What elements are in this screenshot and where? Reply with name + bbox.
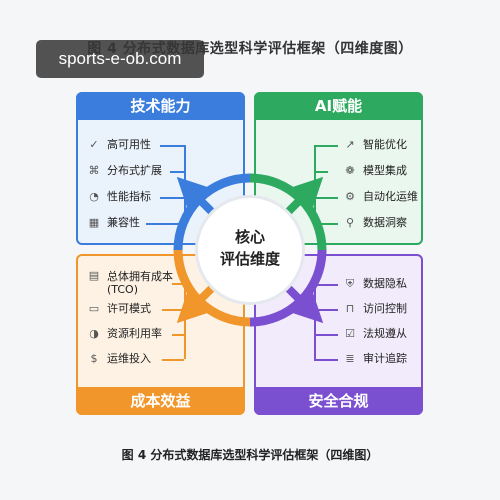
security-item-1-label: 数据隐私 [363,277,407,290]
cost-item-4-label: 运维投入 [107,352,151,365]
gauge-icon: ◑ [89,326,99,340]
security-tick-4 [314,359,338,361]
security-item-2-label: 访问控制 [363,302,407,315]
ai-tick-2 [314,171,328,173]
quadrant-ai-title: AI赋能 [254,92,423,120]
security-tick-2 [314,309,338,311]
expand-nodes-icon: ⌘ [88,163,100,177]
quadrant-ai: AI赋能 [254,92,423,245]
arrow-cost [176,283,217,324]
security-item-3-label: 法规遵从 [363,327,407,340]
ai-tick-3 [314,197,338,199]
tech-item-2-label: 分布式扩展 [107,164,162,177]
ai-item-2-label: 模型集成 [363,164,407,177]
audit-document-icon: ≣ [345,351,355,365]
quadrant-security-title: 安全合规 [254,387,423,415]
gear-icon: ⚙ [345,189,355,203]
tech-item-4: ▦ 兼容性 [88,216,140,229]
quadrant-tech-title: 技术能力 [76,92,245,120]
center-line-1: 核心 [234,228,265,246]
security-item-4: ≣ 审计追踪 [344,352,407,365]
ai-item-1-label: 智能优化 [363,138,407,151]
cost-item-2: ▭ 许可模式 [88,302,151,315]
quadrant-cost-title: 成本效益 [76,387,245,415]
quadrant-tech: 技术能力 [76,92,245,245]
cost-item-3: ◑ 资源利用率 [88,327,162,340]
check-circle-icon: ✓ [89,137,99,151]
cost-tick-2 [162,309,184,311]
cost-item-1-line2: (TCO) [107,283,138,296]
tech-item-2: ⌘ 分布式扩展 [88,163,163,177]
security-item-2: ⊓ 访问控制 [344,302,407,315]
cost-item-1-line1: 总体拥有成本 [107,270,173,283]
ai-item-1: ↗ 智能优化 [344,138,407,151]
ai-item-4: ⚲ 数据洞察 [344,216,407,229]
rising-chart-icon: ↗ [345,137,355,151]
tech-item-3-label: 性能指标 [107,190,151,203]
shield-icon: ⛨ [345,276,355,290]
security-item-1: ⛨ 数据隐私 [344,277,407,290]
calculator-icon: ▤ [88,269,100,282]
ai-item-3: ⚙ 自动化运维 [344,190,418,203]
document-icon: ▭ [88,301,100,315]
center-line-2: 评估维度 [219,250,280,268]
ai-item-4-label: 数据洞察 [363,216,407,229]
puzzle-blocks-icon: ▦ [88,215,100,229]
speedometer-icon: ◔ [89,189,99,203]
ai-item-2: ❁ 模型集成 [344,164,407,177]
checklist-icon: ☑ [345,326,355,340]
security-tick-1 [314,284,338,286]
ai-tick-1 [314,145,338,147]
center-circle [198,198,302,302]
security-tick-3 [314,334,338,336]
tech-tick-1 [160,145,184,147]
coin-icon: $ [90,351,98,365]
magnifier-icon: ⚲ [345,215,355,229]
security-item-4-label: 审计追踪 [363,352,407,365]
tech-item-3: ◔ 性能指标 [88,190,151,203]
security-item-3: ☑ 法规遵从 [344,327,407,340]
cost-tick-3 [172,334,184,336]
center-label: 核心 评估维度 [198,226,302,270]
arrow-security [283,283,324,324]
cost-item-4: $ 运维投入 [88,351,152,365]
tech-item-1: ✓ 高可用性 [88,138,151,151]
arrow-ai [283,176,324,217]
watermark-label: sports-e-ob.com [36,40,204,78]
ai-tick-4 [314,223,338,225]
cost-item-3-label: 资源利用率 [107,327,162,340]
tech-item-1-label: 高可用性 [107,138,151,151]
tech-item-4-label: 兼容性 [107,216,140,229]
lock-icon: ⊓ [345,301,355,315]
cost-item-2-label: 许可模式 [107,302,151,315]
figure-caption: 图 4 分布式数据库选型科学评估框架（四维图） [121,448,379,462]
tech-tick-4 [146,223,184,225]
cost-item-1: ▤ 总体拥有成本 (TCO) [88,269,173,297]
tech-tick-3 [160,197,184,199]
tech-tick-2 [170,171,184,173]
cost-tick-1 [172,283,184,285]
cost-tick-4 [162,359,184,361]
arrow-tech [176,176,217,217]
ai-item-3-label: 自动化运维 [363,190,418,203]
cost-item-1-label: 总体拥有成本 (TCO) [107,270,173,296]
brain-icon: ❁ [345,163,355,177]
